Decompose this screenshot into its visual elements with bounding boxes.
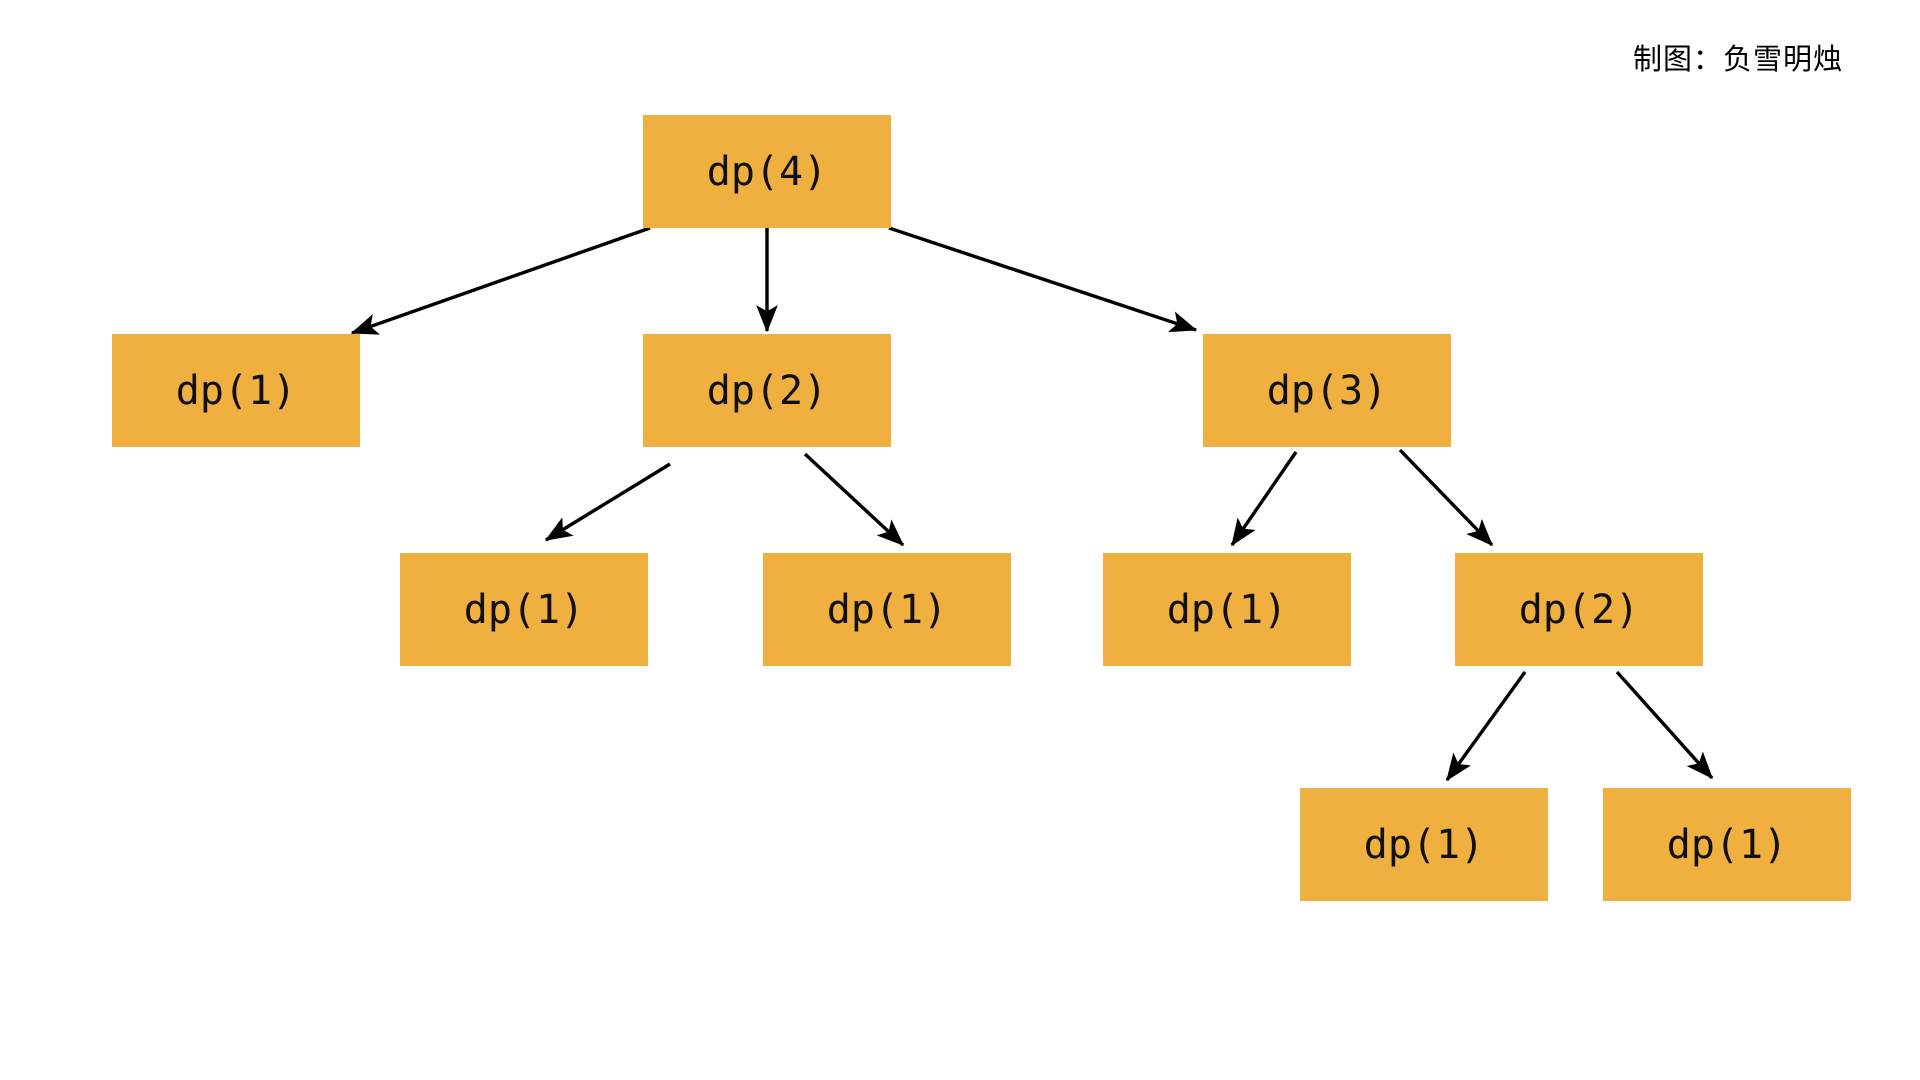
tree-node-dp1-f[interactable]: dp(1) [1603,788,1851,901]
node-label: dp(3) [1266,367,1388,414]
node-label: dp(1) [826,586,948,633]
tree-node-dp4[interactable]: dp(4) [643,115,891,228]
node-label: dp(4) [706,148,828,195]
node-label: dp(1) [1166,586,1288,633]
node-label: dp(2) [706,367,828,414]
tree-node-dp2-a[interactable]: dp(2) [643,334,891,447]
tree-edge-n7-to-n9 [1615,670,1714,780]
edges-group [350,226,1714,782]
tree-node-dp3[interactable]: dp(3) [1203,334,1451,447]
tree-node-dp1-a[interactable]: dp(1) [112,334,360,447]
node-label: dp(1) [175,367,297,414]
tree-node-dp1-d[interactable]: dp(1) [1103,553,1351,666]
tree-node-dp1-e[interactable]: dp(1) [1300,788,1548,901]
tree-edge-n2-to-n5 [803,452,905,547]
node-label: dp(1) [1363,821,1485,868]
node-label: dp(2) [1518,586,1640,633]
tree-node-dp2-b[interactable]: dp(2) [1455,553,1703,666]
tree-node-dp1-b[interactable]: dp(1) [400,553,648,666]
tree-edge-n3-to-n7 [1398,448,1494,547]
tree-node-dp1-c[interactable]: dp(1) [763,553,1011,666]
tree-edge-n2-to-n4 [544,462,671,542]
node-label: dp(1) [1666,821,1788,868]
tree-edge-n7-to-n8 [1445,671,1527,782]
tree-edge-n0-to-n3 [888,226,1198,333]
tree-edge-n0-to-n1 [350,226,651,335]
tree-edge-n3-to-n6 [1230,451,1298,547]
author-credit: 制图：负雪明烛 [1633,42,1844,76]
node-label: dp(1) [463,586,585,633]
